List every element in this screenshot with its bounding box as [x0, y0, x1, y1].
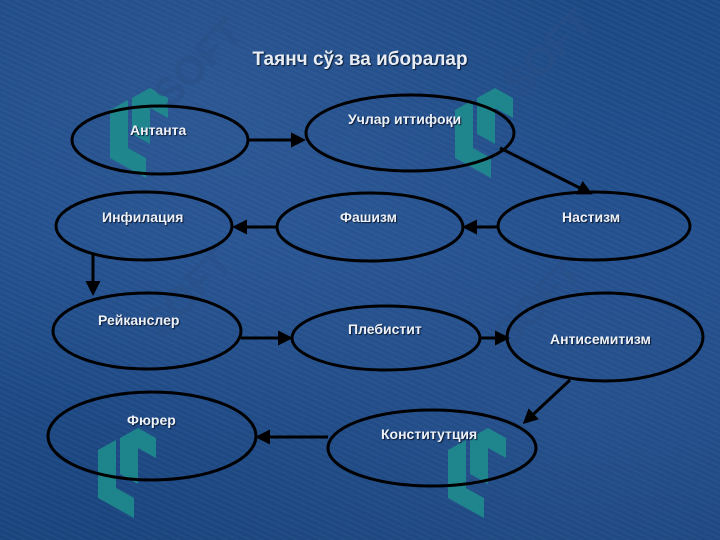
label-antisemitizm: Антисемитизм [550, 331, 651, 347]
watermark-bottom-right: SOFT [448, 250, 592, 518]
ellipse-konstitutsiya [326, 408, 538, 488]
ellipse-plebistit [290, 304, 482, 372]
slide-title: Таянч сўз ва иборалар [252, 49, 468, 70]
arrow-antisemitizm-to-konstitutsiya [522, 378, 572, 425]
label-antanta: Антанта [130, 122, 187, 138]
label-fyurer: Фюрер [127, 412, 176, 428]
watermark-top-left: SOFT [110, 10, 252, 178]
ellipse-reykansler [51, 291, 243, 371]
label-uchlar: Учлар иттифоқи [348, 111, 462, 127]
arrow-uchlar-to-nastizm [499, 146, 593, 195]
label-konstitutsiya: Конститутция [381, 426, 478, 442]
label-plebistit: Плебистит [348, 321, 422, 337]
label-infilyatsiya: Инфилация [102, 209, 184, 225]
bracket-logo-icon [98, 428, 156, 518]
label-nastizm: Настизм [562, 209, 621, 225]
watermark-top-right: SOFT [455, 0, 602, 178]
ellipse-nastizm [496, 190, 692, 262]
label-fashizm: Фашизм [340, 209, 397, 225]
ellipse-antanta [70, 104, 250, 176]
ellipse-infilyatsiya [54, 190, 234, 262]
ellipse-fashizm [275, 191, 465, 263]
watermark-bottom-left: SOFT [98, 240, 242, 518]
ellipse-uchlar [304, 93, 516, 173]
label-reykansler: Рейканслер [98, 312, 180, 328]
